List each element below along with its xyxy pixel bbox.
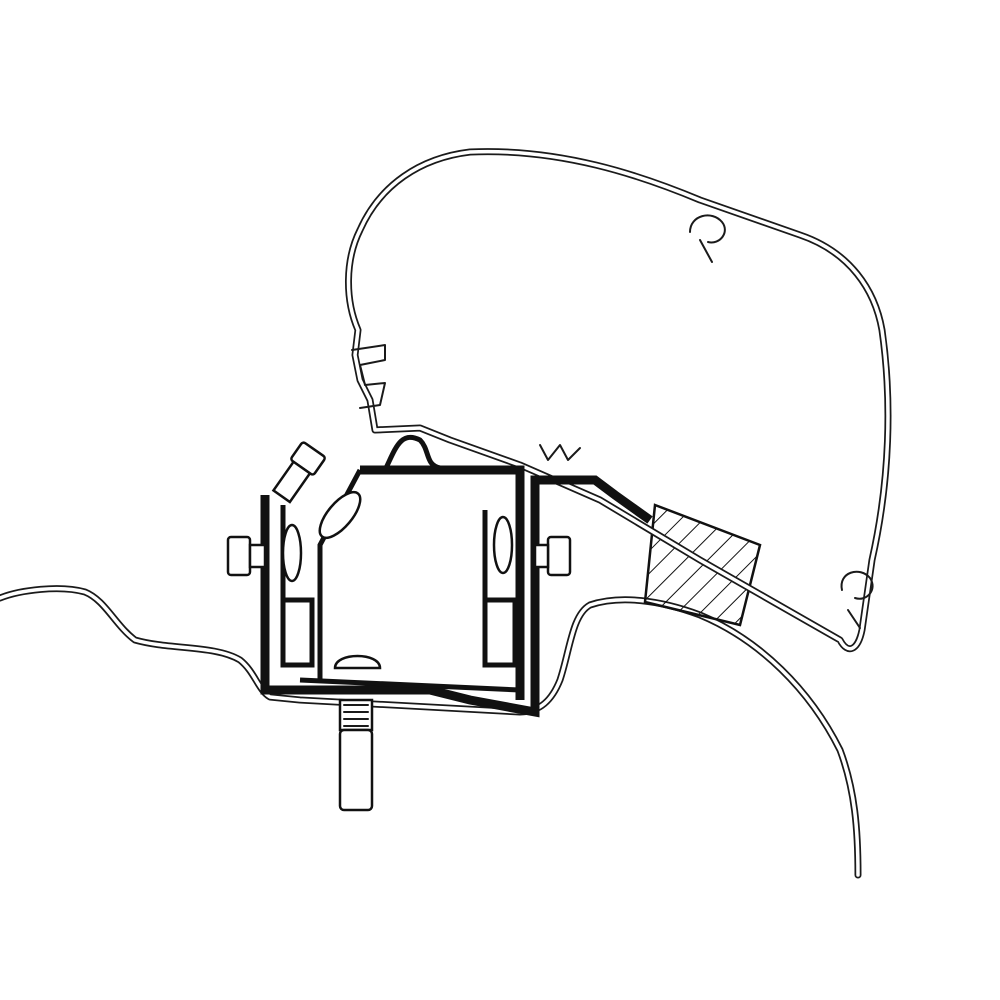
mounting-stud bbox=[333, 654, 382, 812]
awning-casing bbox=[345, 148, 892, 653]
side-bolts bbox=[226, 441, 572, 577]
vehicle-roof bbox=[0, 585, 862, 879]
adapter-bracket bbox=[260, 434, 653, 718]
